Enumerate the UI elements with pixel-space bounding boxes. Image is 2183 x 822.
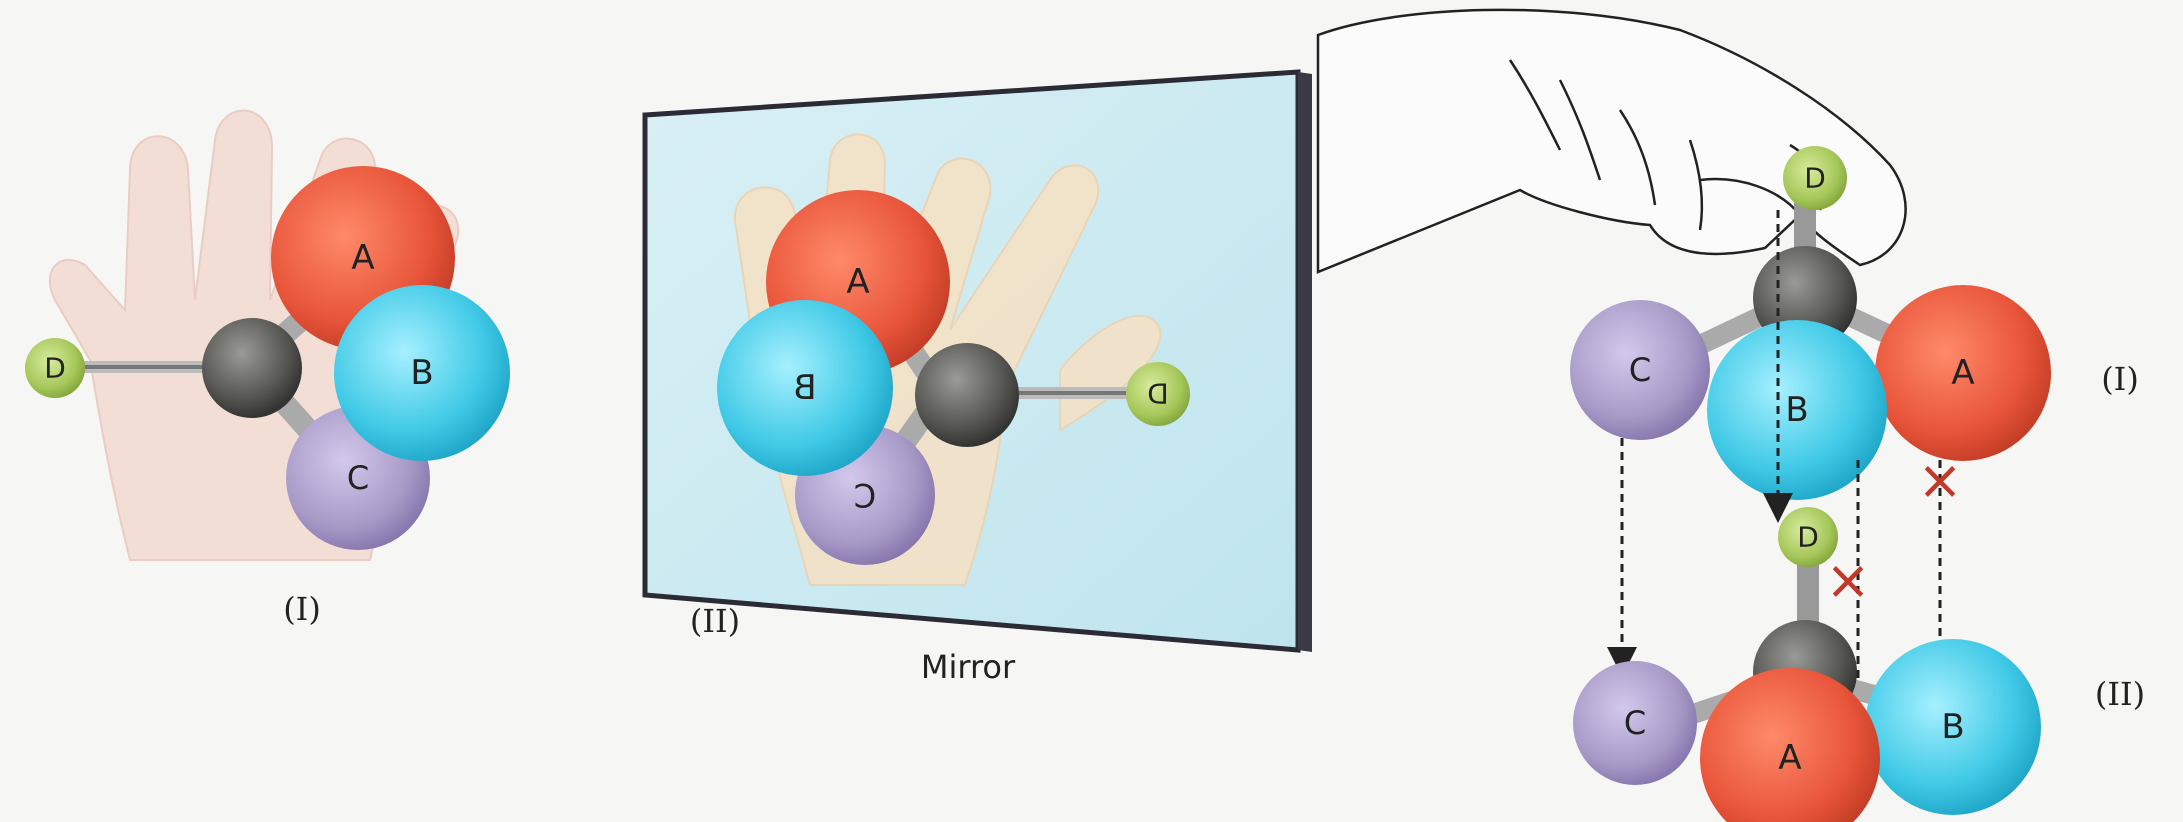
svg-text:D: D	[1797, 521, 1819, 554]
left-atom-b: B	[334, 285, 510, 461]
top-atom-d: D	[1783, 146, 1847, 210]
svg-text:A: A	[351, 238, 374, 278]
svg-text:D: D	[1147, 378, 1169, 411]
left-caption: (I)	[283, 590, 321, 628]
mirror-atom-d: D	[1126, 362, 1190, 426]
svg-text:B: B	[1941, 707, 1964, 747]
mirror-center-atom	[915, 343, 1019, 447]
top-caption: (I)	[2101, 360, 2139, 398]
svg-text:D: D	[44, 352, 66, 385]
mirror-edge	[1298, 72, 1312, 652]
top-atom-a: A	[1875, 285, 2051, 461]
bottom-atom-c: C	[1573, 661, 1697, 785]
svg-text:B: B	[1785, 390, 1808, 430]
holding-hand	[1318, 10, 1906, 272]
bottom-atom-b: B	[1865, 639, 2041, 815]
svg-text:A: A	[1951, 353, 1974, 393]
right-panel: C A B D (I) × ×	[1318, 10, 2145, 822]
mirror-caption: (II)	[690, 602, 740, 640]
svg-text:C: C	[1629, 351, 1651, 389]
svg-text:C: C	[1624, 704, 1646, 742]
mismatch-marker-a: ×	[1917, 449, 1962, 512]
svg-text:D: D	[1804, 162, 1826, 195]
top-atom-b: B	[1707, 320, 1887, 500]
left-center-atom	[202, 318, 302, 418]
mirror-label: Mirror	[921, 648, 1016, 686]
mirror-panel: A C B D (II) Mirror	[645, 72, 1312, 686]
left-atom-d: D	[25, 338, 85, 398]
svg-text:A: A	[1778, 738, 1801, 778]
svg-text:C: C	[347, 459, 369, 497]
bottom-atom-d: D	[1778, 507, 1838, 567]
svg-text:B: B	[793, 368, 816, 408]
svg-text:C: C	[854, 476, 876, 514]
bottom-caption: (II)	[2095, 675, 2145, 713]
svg-text:×: ×	[1917, 449, 1962, 512]
left-panel: A C B D (I)	[25, 111, 510, 628]
mirror-atom-b: B	[717, 300, 893, 476]
top-atom-c: C	[1570, 300, 1710, 440]
mismatch-marker-b: ×	[1825, 549, 1870, 612]
svg-text:A: A	[846, 262, 869, 302]
svg-text:B: B	[410, 353, 433, 393]
svg-text:×: ×	[1825, 549, 1870, 612]
